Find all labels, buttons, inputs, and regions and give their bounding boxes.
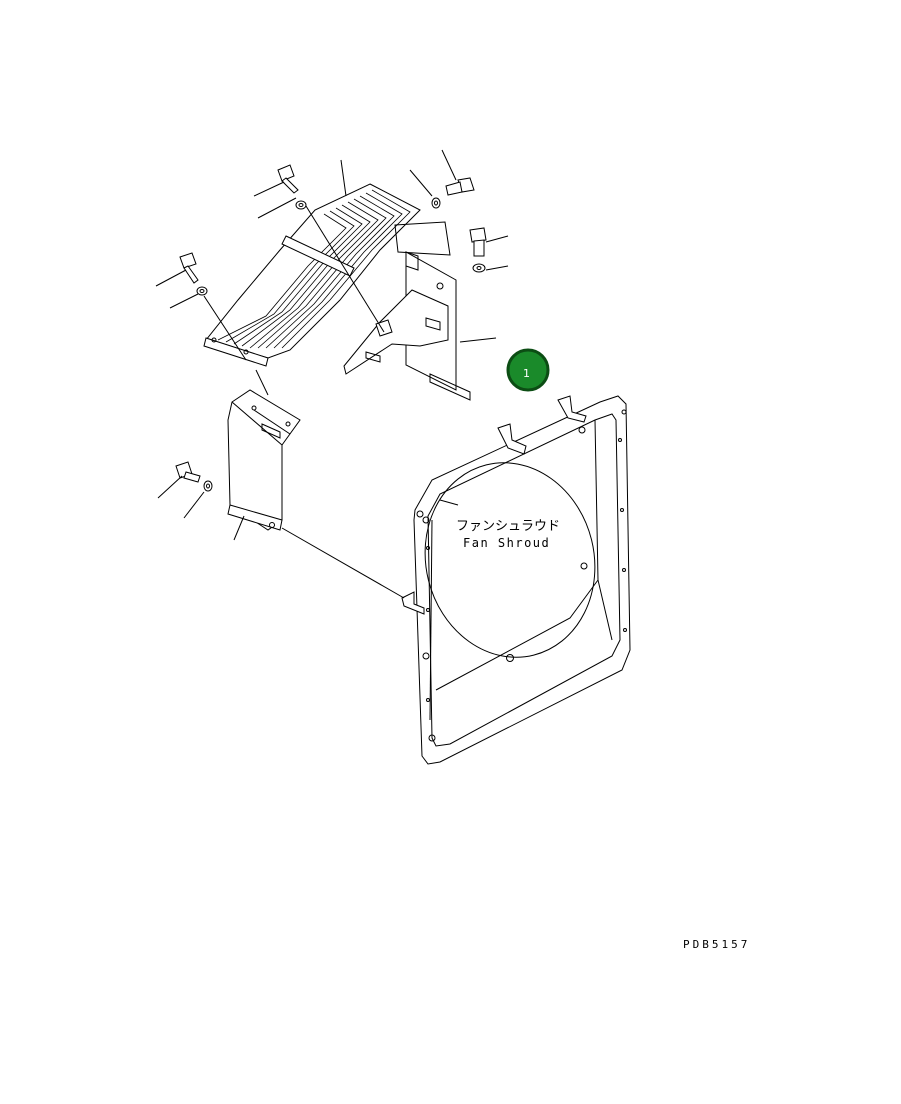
bolt-upper-left (277, 164, 299, 194)
bolt-right (469, 227, 487, 257)
upper-panel (203, 183, 421, 367)
label-fan-shroud-jp: ファンシュラウド (456, 519, 560, 534)
callout-marker-1[interactable]: 1 (506, 348, 550, 392)
label-fan-shroud-en: Fan Shroud (463, 536, 550, 550)
bolt-lower-left (175, 461, 201, 483)
lower-left-panel (227, 389, 301, 531)
washer-top-right (431, 197, 441, 209)
bolt-left (179, 252, 199, 284)
bolt-top-right (445, 177, 475, 196)
drawing-code: PDB5157 (683, 938, 750, 951)
washer-lower-left (203, 480, 213, 492)
washer-upper-left (295, 200, 307, 210)
nut-center (375, 319, 393, 337)
center-bracket (343, 221, 471, 401)
leader-lines (155, 149, 509, 599)
callout-circle[interactable] (506, 348, 550, 392)
callout-number: 1 (523, 367, 530, 380)
fan-shroud (401, 395, 631, 765)
washer-left (196, 286, 208, 296)
washer-right (472, 263, 486, 273)
